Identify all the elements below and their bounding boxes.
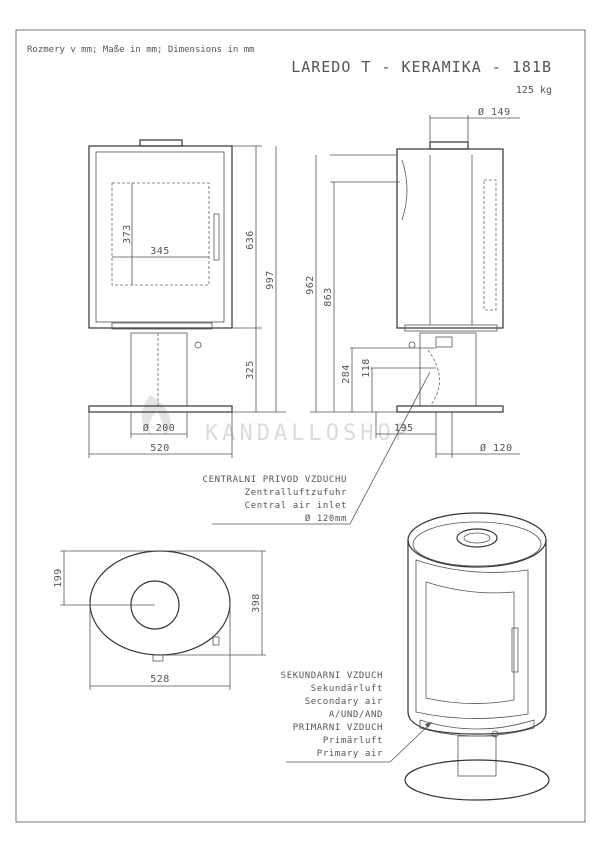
flame-icon (141, 395, 171, 436)
pedestal (130, 332, 188, 407)
sheet-frame (15, 29, 586, 823)
persp-door-glass (425, 581, 515, 704)
persp-knob (491, 730, 499, 738)
callout-leader (349, 371, 431, 525)
front-view: 345 373 636 325 997 Ø 200 520 (88, 139, 286, 458)
persp-top-rim (407, 512, 547, 568)
central-air-line1: CENTRALNI PRIVOD VZDUCHU (203, 475, 347, 485)
dim-width: 528 (150, 674, 170, 685)
door-handle (213, 213, 220, 261)
top-handle (212, 636, 220, 646)
air-callout-leader (389, 721, 433, 763)
base-plate (88, 405, 233, 413)
weight-label: 125 kg (516, 85, 552, 96)
central-air-callout: CENTRALNI PRIVOD VZDUCHU Zentralluftzufu… (203, 371, 431, 525)
air-callout-arrow-icon (425, 722, 432, 728)
dim-height-air: 863 (323, 287, 334, 307)
dim-depth: 398 (251, 593, 262, 613)
persp-door-frame (415, 559, 529, 719)
side-view: Ø 149 962 863 284 118 195 Ø 120 (305, 106, 520, 458)
flue-collar (429, 141, 469, 150)
dim-height-a: 284 (341, 364, 352, 384)
side-knob (408, 341, 416, 349)
ash-tray-strip (111, 322, 213, 330)
door-opening (111, 182, 210, 286)
dim-door-height: 373 (122, 224, 133, 244)
dim-height-top: 636 (245, 230, 256, 250)
dim-flue-diameter: Ø 149 (478, 106, 511, 118)
central-air-line4: Ø 120mm (305, 513, 347, 524)
drawing-title: LAREDO T - KERAMIKA - 181B (291, 58, 552, 76)
persp-ash-strip (419, 719, 535, 737)
persp-base-plate (404, 759, 550, 801)
central-air-line2: Zentralluftzufuhr (245, 488, 347, 498)
top-outline (89, 550, 231, 656)
dim-base-width: 520 (150, 443, 170, 454)
perspective-view (404, 512, 550, 801)
dim-base-diameter: Ø 200 (143, 422, 176, 434)
dim-door-width: 345 (150, 246, 170, 257)
air-labels-callout: SEKUNDARNI VZDUCH Sekundärluft Secondary… (281, 671, 433, 763)
air-label-line5: PRIMARNI VZDUCH (293, 723, 383, 733)
air-inlet-box (435, 336, 453, 348)
air-label-line7: Primary air (317, 749, 383, 759)
stove-body (88, 145, 233, 329)
top-knob (152, 654, 164, 662)
central-air-line3: Central air inlet (245, 501, 347, 511)
dim-height-total: 997 (265, 270, 276, 290)
persp-body (407, 540, 547, 735)
dim-depth-half: 199 (53, 568, 64, 588)
side-pedestal (419, 332, 477, 407)
persp-door-handle (511, 627, 519, 673)
stove-body-inner (95, 151, 225, 323)
air-duct-curve (427, 349, 440, 407)
air-label-line4: A/UND/AND (329, 710, 383, 720)
side-ash-strip (404, 324, 498, 332)
top-view: 199 398 528 (53, 550, 266, 690)
units-note: Rozmery v mm; Maße in mm; Dimensions in … (27, 45, 255, 55)
persp-flue-ring (456, 528, 498, 548)
persp-flue-hole (463, 532, 491, 544)
air-label-line3: Secondary air (305, 697, 383, 707)
dim-air-diameter: Ø 120 (480, 442, 513, 454)
persp-pedestal (457, 735, 497, 777)
air-label-line2: Sekundärluft (311, 684, 383, 694)
air-knob (194, 341, 202, 349)
side-body (396, 148, 504, 329)
dim-height-pedestal: 325 (245, 360, 256, 380)
side-vent (483, 179, 497, 311)
persp-top-inner (412, 521, 542, 567)
air-label-line6: Primärluft (323, 736, 383, 746)
side-door-curve (401, 159, 408, 221)
dim-height-flue: 962 (305, 275, 316, 295)
side-base-plate (396, 405, 504, 413)
dim-offset: 195 (394, 423, 414, 434)
air-label-line1: SEKUNDARNI VZDUCH (281, 671, 383, 681)
stove-top-cap (139, 139, 183, 147)
watermark-text: KANDALLOSHOP (205, 421, 412, 446)
watermark: KANDALLOSHOP (141, 395, 412, 446)
dim-height-b: 118 (361, 358, 372, 378)
